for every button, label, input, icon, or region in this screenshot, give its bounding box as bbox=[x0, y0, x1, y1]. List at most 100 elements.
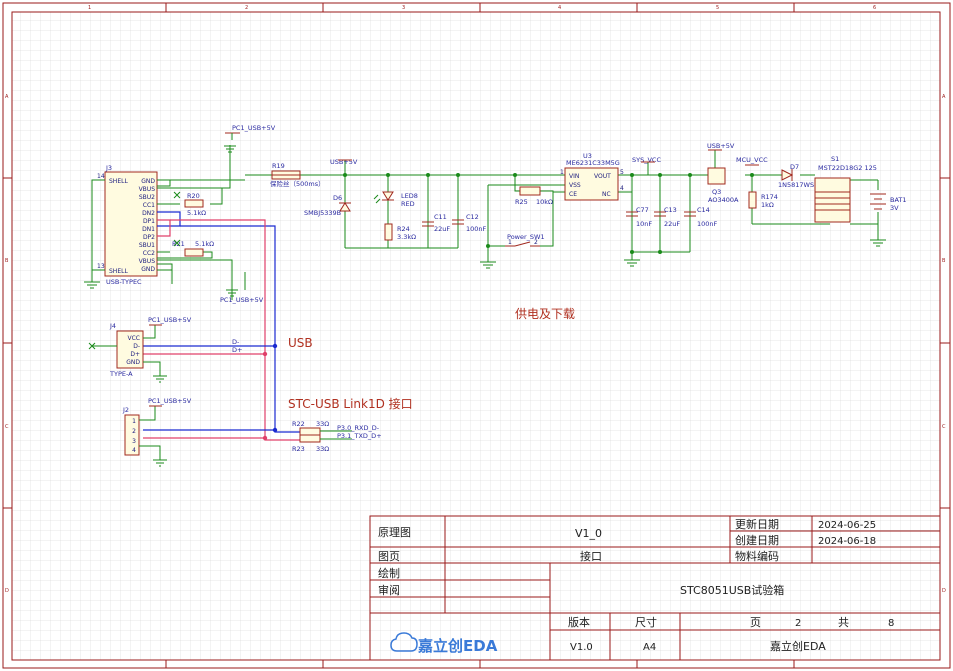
r20-ref: R20 bbox=[187, 192, 200, 200]
resistor-r22-r23[interactable]: R22 33Ω R23 33Ω bbox=[292, 420, 329, 453]
sw1-ref: Power_SW1 bbox=[507, 233, 545, 241]
r21-value: 5.1kΩ bbox=[195, 240, 214, 248]
r174-ref: R174 bbox=[761, 193, 778, 201]
power-switch-sw1[interactable]: Power_SW1 1 2 bbox=[505, 233, 545, 247]
j3-pin-sbu2: SBU2 bbox=[139, 194, 155, 201]
tb-schematic-label: 原理图 bbox=[378, 526, 411, 539]
c12-value: 100nF bbox=[466, 225, 487, 233]
resistor-r20[interactable]: R20 5.1kΩ bbox=[184, 192, 206, 217]
switch-s1[interactable]: S1 MST22D18G2 125 bbox=[814, 155, 877, 223]
j3-pin-dn1: DN1 bbox=[142, 226, 155, 233]
sw1-pin1: 1 bbox=[508, 239, 512, 246]
c11-ref: C11 bbox=[434, 213, 447, 221]
u3-pin-ce: CE bbox=[569, 191, 577, 198]
j3-pin-shell-top: SHELL bbox=[109, 178, 128, 185]
col-label-4: 4 bbox=[558, 5, 561, 11]
q3-ref: Q3 bbox=[712, 188, 721, 196]
net-pc1-usb5v-bottom: PC1_USB+5V bbox=[220, 296, 264, 304]
capacitor-c12[interactable]: C12 100nF bbox=[452, 213, 487, 233]
c14-value: 100nF bbox=[697, 220, 718, 228]
j4-net-pc1: PC1_USB+5V bbox=[148, 316, 192, 324]
r23-ref: R23 bbox=[292, 445, 305, 453]
row-label-b: B bbox=[5, 258, 9, 264]
j3-pin-dp1: DP1 bbox=[143, 218, 155, 225]
j4-pin-dminus: D- bbox=[133, 343, 140, 350]
col-label-5: 5 bbox=[716, 5, 719, 11]
resistor-r24[interactable]: R24 3.3kΩ bbox=[384, 223, 416, 241]
tb-total-num: 8 bbox=[888, 618, 894, 629]
capacitor-c14[interactable]: C14 100nF bbox=[684, 206, 718, 228]
gnd-symbol-power bbox=[480, 261, 496, 269]
connector-j3[interactable]: J3 USB-TYPEC SHELL SHELL 14 13 GND VBUS … bbox=[97, 164, 158, 286]
j4-ref: J4 bbox=[109, 322, 116, 330]
mosfet-q3[interactable]: Q3 AO3400A bbox=[707, 167, 739, 204]
c13-ref: C13 bbox=[664, 206, 677, 214]
j4-part: TYPE-A bbox=[109, 370, 133, 378]
tb-review-label: 审阅 bbox=[378, 583, 400, 597]
col-label-2: 2 bbox=[245, 5, 248, 11]
tb-version-label: 版本 bbox=[568, 615, 590, 629]
r19-ref: R19 bbox=[272, 162, 285, 170]
u3-pin-nc: NC bbox=[602, 191, 611, 198]
fuse-r19[interactable]: R19 保险丝（500ms） bbox=[270, 162, 325, 188]
connector-j2[interactable]: J2 1 2 3 4 bbox=[122, 406, 140, 456]
connector-j4[interactable]: J4 TYPE-A VCC D- D+ GND bbox=[109, 322, 144, 378]
j3-pin-vbus-1: VBUS bbox=[139, 186, 156, 193]
row-label-c: C bbox=[5, 424, 9, 430]
d7-value: 1N5817WS bbox=[778, 181, 814, 189]
u3-pinnum-4: 4 bbox=[620, 185, 624, 192]
j3-pin-sbu1: SBU1 bbox=[139, 242, 155, 249]
tb-page-num: 2 bbox=[795, 618, 801, 629]
net-usb5v-power: USB+5V bbox=[330, 158, 358, 166]
title-block-lines bbox=[369, 515, 941, 661]
resistor-r174[interactable]: R174 1kΩ bbox=[748, 191, 778, 209]
resistor-r25[interactable]: R25 10kΩ bbox=[515, 186, 553, 206]
led-led8[interactable]: LED8 RED bbox=[373, 191, 418, 208]
r24-ref: R24 bbox=[397, 225, 410, 233]
tb-create-date: 2024-06-18 bbox=[818, 536, 876, 547]
grid-background bbox=[12, 12, 940, 660]
tb-size-label: 尺寸 bbox=[635, 615, 657, 629]
d6-value: SMBJ5339B bbox=[304, 209, 341, 217]
capacitor-c77[interactable]: C77 10nF bbox=[626, 206, 652, 228]
r22-value: 33Ω bbox=[316, 420, 329, 428]
tb-size: A4 bbox=[643, 642, 656, 653]
cloud-icon bbox=[390, 632, 418, 652]
junction-dots bbox=[262, 343, 278, 441]
power-section-title: 供电及下载 bbox=[515, 307, 575, 321]
j3-pin-vbus-2: VBUS bbox=[139, 258, 156, 265]
j3-pin-dn2: DN2 bbox=[142, 210, 155, 217]
j4-pin-vcc: VCC bbox=[128, 335, 140, 342]
net-sys-vcc: SYS_VCC bbox=[632, 156, 661, 164]
capacitor-c11[interactable]: C11 22uF bbox=[422, 213, 450, 233]
j4-net-dminus: D- bbox=[232, 338, 240, 346]
tvs-diode-d6[interactable]: D6 SMBJ5339B bbox=[304, 194, 351, 217]
regulator-u3[interactable]: U3 ME6231C33M5G VIN VSS CE VOUT NC 1 5 4 bbox=[560, 152, 624, 201]
battery-bat1[interactable]: BAT1 3V bbox=[870, 193, 907, 212]
j3-pin-shell-bottom: SHELL bbox=[109, 268, 128, 275]
u3-pinnum-1: 1 bbox=[560, 169, 564, 176]
led8-value: RED bbox=[401, 200, 415, 208]
capacitor-c13[interactable]: C13 22uF bbox=[654, 206, 680, 228]
r174-value: 1kΩ bbox=[761, 201, 774, 209]
r24-value: 3.3kΩ bbox=[397, 233, 416, 241]
col-label-6: 6 bbox=[873, 5, 876, 11]
s1-value: MST22D18G2 125 bbox=[818, 164, 877, 172]
j3-pin-gnd-2: GND bbox=[141, 266, 155, 273]
c11-value: 22uF bbox=[434, 225, 450, 233]
u3-pin-vout: VOUT bbox=[594, 173, 611, 180]
tb-version: V1.0 bbox=[570, 642, 593, 653]
diode-d7[interactable]: D7 1N5817WS bbox=[778, 163, 814, 189]
tb-update-date: 2024-06-25 bbox=[818, 520, 876, 531]
tb-total-text: 共 bbox=[838, 616, 849, 629]
j2-net-pc1: PC1_USB+5V bbox=[148, 397, 192, 405]
s1-ref: S1 bbox=[831, 155, 839, 163]
tb-part-no-label: 物料编码 bbox=[735, 549, 779, 563]
j3-pin-gnd-1: GND bbox=[141, 178, 155, 185]
gnd-symbol-caps bbox=[624, 259, 640, 267]
j3-pin-cc2: CC2 bbox=[143, 250, 155, 257]
j2-pin-3: 3 bbox=[132, 438, 136, 445]
r22-ref: R22 bbox=[292, 420, 305, 428]
tb-company: 嘉立创EDA bbox=[770, 639, 826, 653]
tb-page-label: 图页 bbox=[378, 550, 400, 563]
